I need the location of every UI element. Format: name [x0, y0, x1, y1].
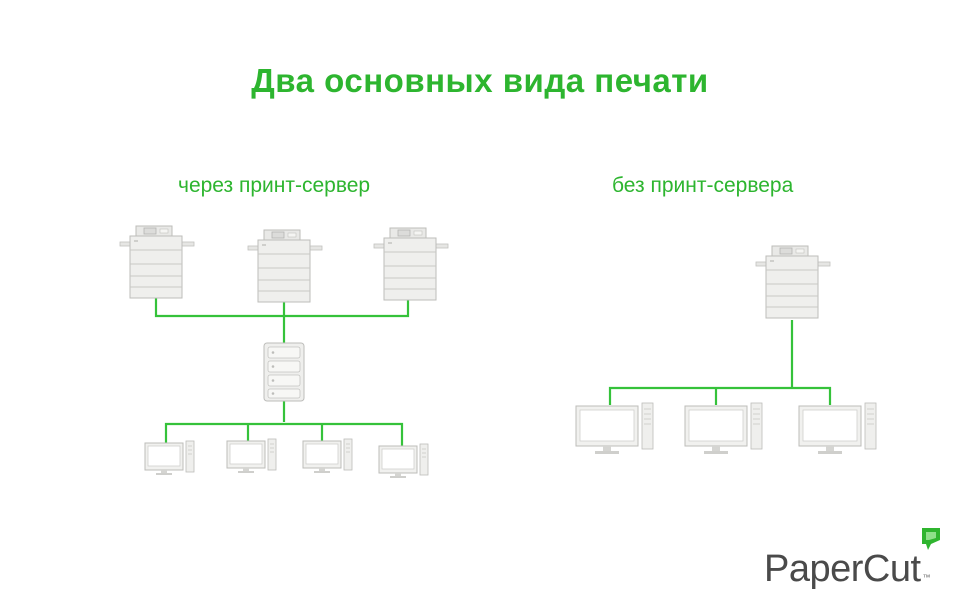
printer-icon: [247, 229, 323, 303]
papercut-logo-icon: [922, 528, 940, 550]
printer-icon: [119, 225, 195, 299]
papercut-logo: PaperCut ™: [764, 528, 940, 590]
computer-icon: [798, 402, 877, 455]
right-connection-lines: [608, 320, 832, 405]
computer-icon: [684, 402, 763, 455]
computer-icon: [144, 440, 195, 476]
printer-icon: [755, 245, 831, 319]
label-without-print-server: без принт-сервера: [612, 174, 794, 197]
server-icon: [263, 342, 305, 402]
computer-icon: [302, 438, 353, 474]
logo-text: PaperCut: [764, 548, 921, 590]
computer-icon: [226, 438, 277, 474]
page-title: Два основных вида печати: [251, 62, 709, 99]
computer-icon: [575, 402, 654, 455]
logo-trademark: ™: [922, 573, 931, 582]
left-connection-lines: [154, 298, 410, 446]
printer-icon: [373, 227, 449, 301]
label-via-print-server: через принт-сервер: [178, 174, 371, 197]
computer-icon: [378, 443, 429, 479]
